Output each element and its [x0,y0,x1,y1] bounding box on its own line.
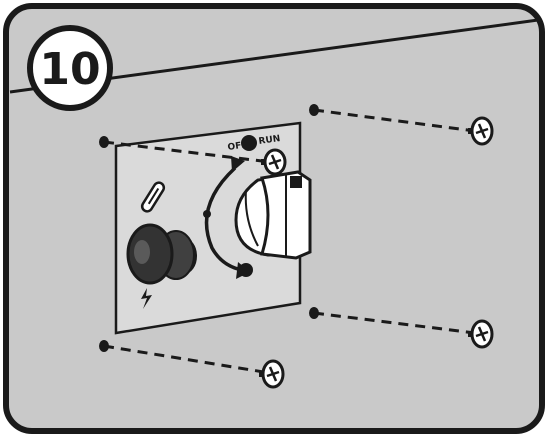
hole-bottom-left [99,340,109,352]
lightning-icon [141,288,152,309]
off-marker-dot [241,135,257,151]
wrench-icon [140,181,166,213]
screw-paths [103,108,476,375]
screw-icon [468,116,494,146]
screw-icon [468,319,494,349]
primer-bulb-icon [126,223,197,285]
step-badge: 10 [27,25,113,111]
rotary-switch-knob-icon [234,170,312,260]
hole-top-left [99,136,109,148]
hole-bottom-right [309,307,319,319]
dash-line-top-left [103,140,271,164]
screw-holes [99,104,319,352]
step-number: 10 [39,44,100,95]
screw-icon [261,148,287,176]
run-marker-dot [239,263,253,277]
hole-top-right [309,104,319,116]
dash-line-bottom-left [103,344,271,375]
rotation-arrow [203,156,253,279]
screw-icon [259,359,285,389]
run-label: RUN [258,134,281,147]
